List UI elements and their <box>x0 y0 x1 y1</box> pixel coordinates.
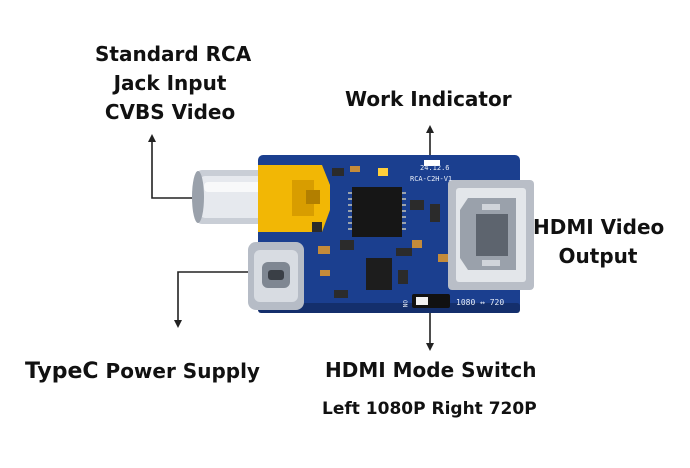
rca-label-line2: Jack Input <box>113 71 227 95</box>
mode-switch <box>412 294 450 308</box>
typec-word: TypeC <box>25 359 99 384</box>
smd-components <box>312 166 448 298</box>
rca-arrowhead <box>148 134 156 142</box>
rca-label-line3: CVBS Video <box>104 100 236 124</box>
main-chip <box>348 187 406 237</box>
switch-arrowhead <box>426 343 434 351</box>
silk-version: 24.12.6 <box>420 164 450 172</box>
rca-label-line1: Standard RCA <box>95 42 252 66</box>
power-supply-word: Power Supply <box>105 359 260 383</box>
work-led <box>378 168 388 176</box>
typec-port <box>248 242 304 310</box>
rca-callout-line <box>151 140 195 199</box>
work-arrowhead <box>426 125 434 133</box>
rca-input-label: Standard RCA Jack Input CVBS Video <box>95 40 252 127</box>
hdmi-port <box>448 180 534 290</box>
hdmi-output-label: HDMI Video Output <box>533 213 665 271</box>
typec-power-label: TypeC Power Supply <box>25 357 260 386</box>
silk-model: RCA-C2H-V1 <box>410 175 452 183</box>
hdmi-out-line2: Output <box>558 244 638 268</box>
hdmi-out-line1: HDMI Video <box>533 215 665 239</box>
typec-arrowhead <box>174 320 182 328</box>
silk-on: ON <box>401 300 408 308</box>
callout-lines <box>151 131 431 345</box>
rca-jack <box>192 165 330 232</box>
work-indicator-label: Work Indicator <box>345 87 512 111</box>
mode-switch-label: HDMI Mode Switch <box>325 358 537 382</box>
mode-switch-sub-label: Left 1080P Right 720P <box>322 399 537 419</box>
silk-mode: 1080 ↔ 720 <box>456 298 504 307</box>
pcb-edge-shade <box>258 303 520 313</box>
typec-callout-line <box>177 271 250 322</box>
led-pad <box>424 160 440 166</box>
callout-arrowheads <box>148 125 434 351</box>
